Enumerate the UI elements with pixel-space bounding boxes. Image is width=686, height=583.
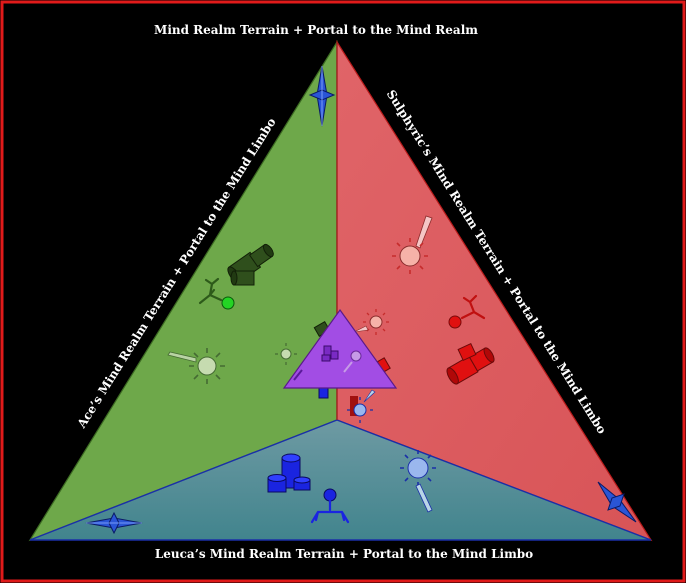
- stick-figure-icon: [198, 277, 235, 310]
- mushroom-barrel-icon: [446, 342, 495, 385]
- portal-star-icon: [597, 481, 637, 523]
- stick-figure-icon: [310, 488, 350, 524]
- virus-staff-icon: [392, 215, 433, 274]
- portal-star-icon: [308, 65, 336, 127]
- bottom-label: Leuca’s Mind Realm Terrain + Portal to t…: [155, 547, 533, 561]
- center-portal: [282, 308, 398, 389]
- mushroom-barrel-icon: [267, 453, 311, 493]
- stick-figure-icon: [448, 294, 486, 329]
- virus-staff-icon: [353, 309, 389, 335]
- virus-staff-icon: [347, 389, 376, 423]
- center-portal-icons: [293, 345, 362, 381]
- virus-staff-icon: [167, 348, 225, 384]
- mushroom-barrel-icon: [227, 243, 274, 286]
- leuca-region: [29, 419, 652, 541]
- portal-star-icon: [85, 511, 143, 535]
- virus-staff-icon: [400, 450, 436, 513]
- top-label: Mind Realm Terrain + Portal to the Mind …: [154, 23, 478, 37]
